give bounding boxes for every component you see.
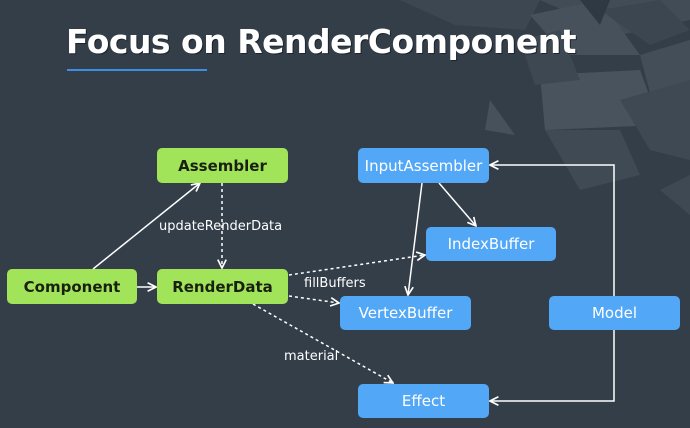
edge-renderdata-vertexbuffer — [288, 295, 339, 303]
edge-inputassembler-indexbuffer — [438, 182, 476, 226]
node-render-data: RenderData — [157, 269, 288, 304]
node-label: InputAssembler — [364, 156, 483, 175]
node-label: Effect — [401, 392, 446, 410]
edge-label-fill-buffers: fillBuffers — [304, 276, 366, 291]
title-underline — [67, 69, 207, 71]
node-label: RenderData — [172, 277, 273, 296]
node-label: IndexBuffer — [447, 235, 535, 253]
edge-inputassembler-vertexbuffer — [408, 182, 423, 295]
edge-renderdata-indexbuffer — [288, 255, 425, 276]
slide-title: Focus on RenderComponent — [66, 22, 577, 61]
bg-shape — [485, 100, 515, 135]
node-label: Component — [23, 277, 121, 296]
edge-model-inputassembler — [490, 165, 615, 296]
node-label: Assembler — [178, 156, 267, 175]
edge-label-update-render-data: updateRenderData — [159, 219, 283, 234]
node-label: Model — [591, 304, 638, 322]
bg-shape — [620, 80, 690, 160]
edge-label-material: material — [284, 349, 339, 364]
node-model: Model — [549, 296, 680, 330]
bg-shape — [580, 0, 610, 25]
bg-shape — [545, 130, 640, 190]
bg-shape — [660, 175, 690, 215]
bg-shape — [600, 0, 690, 45]
node-input-assembler: InputAssembler — [358, 148, 489, 183]
node-vertex-buffer: VertexBuffer — [340, 296, 471, 330]
bg-shape — [400, 0, 540, 30]
edge-renderdata-effect — [252, 303, 393, 383]
node-label: VertexBuffer — [358, 304, 453, 322]
bg-shape — [520, 30, 580, 85]
edge-model-effect — [490, 330, 615, 401]
edge-component-assembler — [92, 183, 200, 270]
node-assembler: Assembler — [157, 148, 288, 183]
node-index-buffer: IndexBuffer — [426, 227, 556, 261]
node-component: Component — [7, 269, 137, 304]
node-effect: Effect — [358, 384, 489, 418]
